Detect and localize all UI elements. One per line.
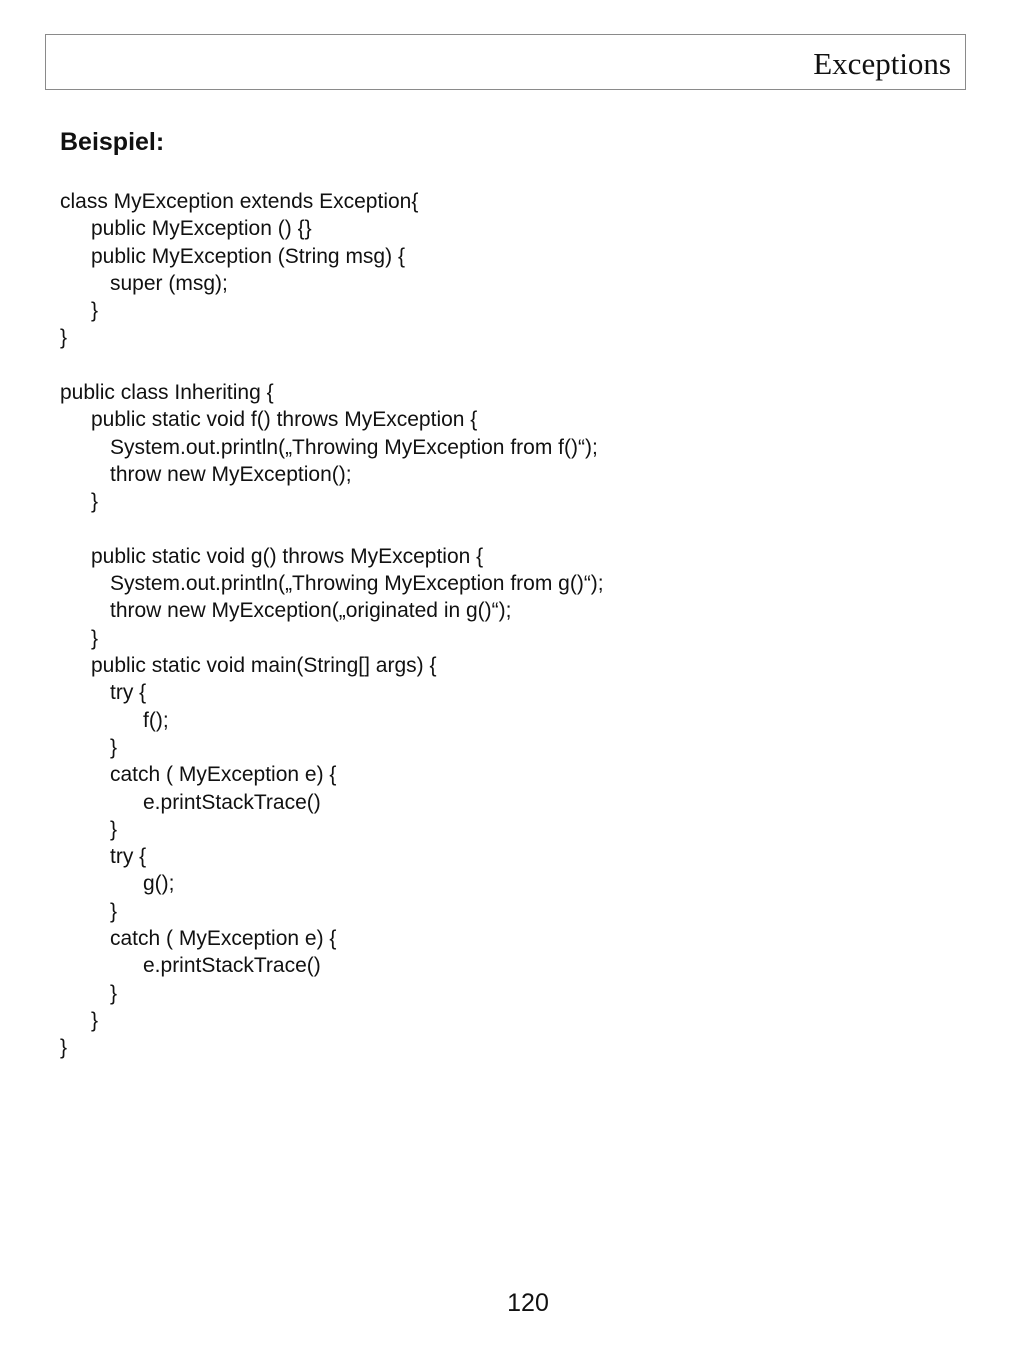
code-line: }: [110, 981, 118, 1005]
page-number: 120: [507, 1289, 549, 1317]
page-title: Exceptions: [813, 46, 951, 81]
code-line: public static void main(String[] args) {: [91, 654, 437, 678]
code-line: public static void g() throws MyExceptio…: [91, 544, 484, 568]
code-line: public static void f() throws MyExceptio…: [91, 408, 478, 432]
code-line: throw new MyException(„originated in g()…: [110, 599, 512, 623]
code-line: super (msg);: [110, 271, 228, 295]
code-line: catch ( MyException e) {: [110, 927, 337, 951]
code-line: }: [60, 1036, 68, 1060]
code-line: System.out.println(„Throwing MyException…: [110, 435, 598, 459]
code-line: f();: [143, 708, 169, 732]
code-line: class MyException extends Exception{: [60, 190, 419, 213]
code-line: }: [91, 626, 99, 650]
code-line: [60, 516, 960, 543]
code-line: [60, 352, 960, 379]
code-line: g();: [143, 872, 175, 896]
section-heading: Beispiel:: [60, 128, 165, 156]
code-line: }: [110, 899, 118, 923]
code-line: }: [91, 1008, 99, 1032]
code-line: try {: [110, 681, 147, 705]
header-box: Exceptions: [45, 34, 966, 90]
code-line: e.printStackTrace(): [143, 790, 321, 814]
code-line: System.out.println(„Throwing MyException…: [110, 572, 604, 596]
code-line: try {: [110, 845, 147, 869]
code-line: }: [91, 490, 99, 514]
code-line: e.printStackTrace(): [143, 954, 321, 978]
code-line: public MyException (String msg) {: [91, 244, 405, 268]
code-line: }: [110, 735, 118, 759]
code-line: }: [110, 817, 118, 841]
code-line: public class Inheriting {: [60, 381, 274, 405]
code-line: public MyException () {}: [91, 217, 312, 241]
code-block: class MyException extends Exception{ publ…: [60, 188, 960, 1062]
code-line: }: [60, 326, 68, 350]
code-line: throw new MyException();: [110, 462, 352, 486]
code-line: }: [91, 299, 99, 323]
code-line: catch ( MyException e) {: [110, 763, 337, 787]
